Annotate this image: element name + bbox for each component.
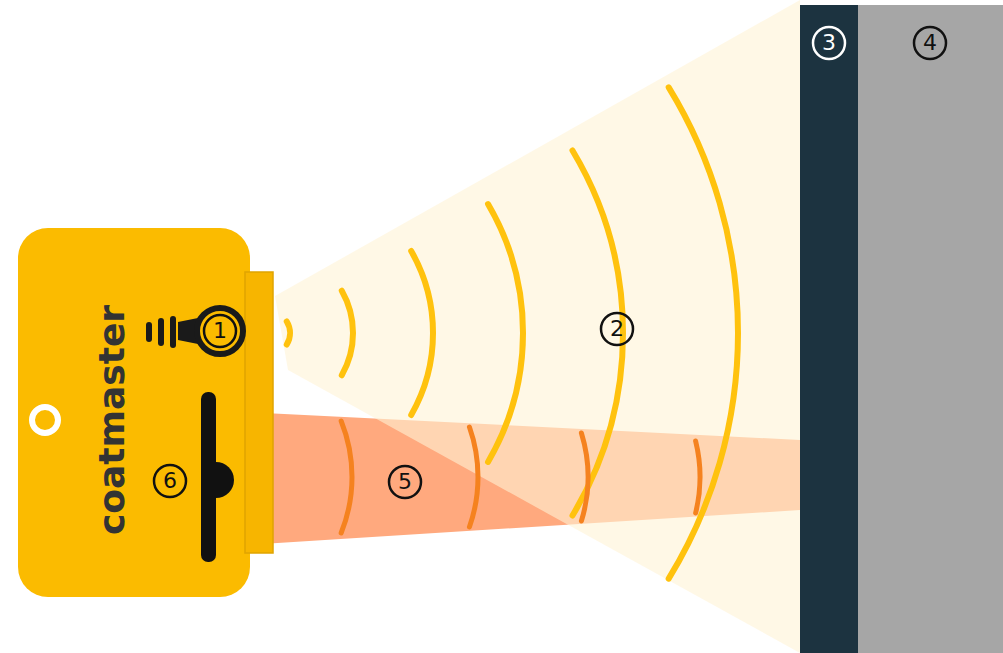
callout-number: 2 <box>610 318 624 340</box>
brand-logo: coatmaster <box>94 305 130 535</box>
front-plate <box>245 272 273 553</box>
coating-layer <box>800 5 858 653</box>
light-wave <box>287 322 290 345</box>
light-wave <box>488 204 523 462</box>
infrared-wave <box>696 441 700 513</box>
substrate <box>858 5 1003 653</box>
callout-ring <box>154 465 186 497</box>
lamp-symbol <box>146 308 243 354</box>
light-cone <box>275 0 800 653</box>
device-body <box>18 228 250 597</box>
light-wave <box>342 291 353 375</box>
light-wave <box>669 87 738 578</box>
callout-number: 4 <box>923 32 937 54</box>
infrared-wave <box>469 427 478 527</box>
callout-ring <box>389 466 421 498</box>
callout-number: 3 <box>822 32 836 54</box>
status-ring <box>32 407 58 433</box>
callout-ring <box>813 27 845 59</box>
light-wave <box>411 251 433 415</box>
callout-ring <box>914 27 946 59</box>
callout-number: 5 <box>398 471 412 493</box>
callout-ring <box>204 315 236 347</box>
infrared-wave <box>341 421 352 533</box>
callout-ring <box>601 313 633 345</box>
callout-number: 1 <box>213 320 227 342</box>
detector-symbol <box>201 392 234 562</box>
infrared-wave <box>581 433 588 521</box>
callout-number: 6 <box>163 470 177 492</box>
